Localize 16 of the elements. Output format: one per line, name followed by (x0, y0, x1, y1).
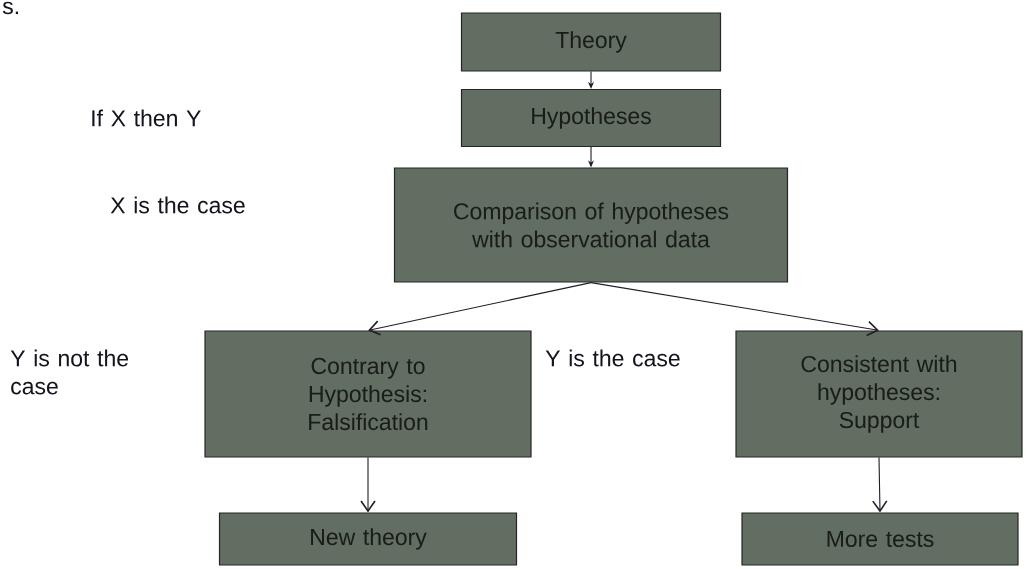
annotation-text: If X then Y (92, 109, 201, 127)
process-box: Comparison of hypotheses with observational data (393, 167, 789, 283)
arrow (360, 457, 376, 513)
annotation-text: s. (2, 1, 18, 15)
arrow (590, 282, 879, 337)
annotation-text: Y is not the case (10, 349, 129, 395)
process-box: Consistent with hypotheses: Support (735, 330, 1023, 458)
arrow (872, 457, 888, 513)
process-box: Theory (460, 12, 722, 72)
process-box: Contrary to Hypothesis: Falsification (204, 330, 532, 458)
annotation-text: Y is the case (545, 349, 680, 367)
process-box: Hypotheses (460, 88, 722, 148)
arrow (368, 282, 592, 336)
process-box: New theory (218, 512, 518, 566)
annotation-text: X is the case (110, 196, 245, 214)
process-box: More tests (741, 512, 1019, 566)
